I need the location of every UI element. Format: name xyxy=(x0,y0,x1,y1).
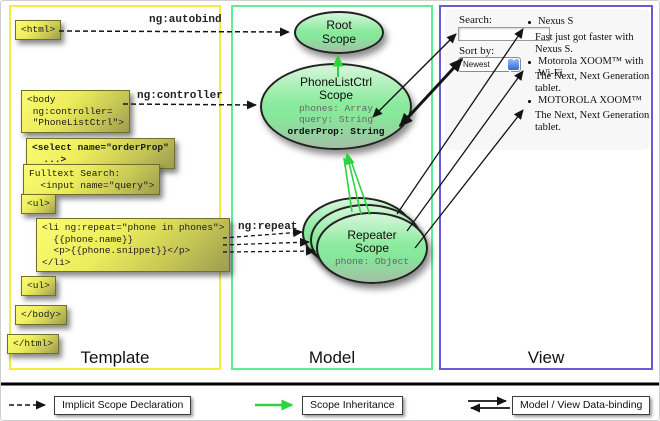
code-box-li-repeat: <li ng:repeat="phone in phones"> {{phone… xyxy=(36,218,231,272)
search-label: Search: xyxy=(459,14,492,26)
phone-item-title: Nexus S xyxy=(538,16,574,27)
scope-prop-phones: phones: Array xyxy=(298,102,374,114)
bullet-icon xyxy=(528,61,531,64)
view-column-title: View xyxy=(527,348,565,367)
code-box-html-open: <html> xyxy=(15,20,62,40)
legend-databinding: Model / View Data-binding xyxy=(512,396,651,415)
code-box-fulltext-search: Fulltext Search: <input name="query"> xyxy=(23,164,161,195)
code-box-body-close: </body> xyxy=(15,305,67,325)
sort-select-value: Newest xyxy=(463,60,490,69)
select-stepper-icon xyxy=(508,58,519,73)
sort-select[interactable]: Newest xyxy=(458,57,521,73)
phone-item-title: Motorola XOOM™ with Wi-Fi xyxy=(538,56,644,79)
legend-implicit-scope: Implicit Scope Declaration xyxy=(54,396,192,415)
phone-item-desc: The Next, Next Generation tablet. xyxy=(535,110,650,133)
code-box-ul-close: <ul> xyxy=(21,276,56,296)
phonelistctrl-scope-title: PhoneListCtrl Scope xyxy=(299,74,373,103)
model-column-frame xyxy=(231,5,433,370)
scope-prop-query: query: String xyxy=(298,114,374,126)
code-box-select: <select name="orderProp" ...> xyxy=(26,138,175,169)
scope-prop-orderprop: orderProp: String xyxy=(287,125,385,137)
phone-item-desc: Fast just got faster with Nexus S. xyxy=(535,32,634,55)
code-box-html-close: </html> xyxy=(7,334,59,354)
repeater-scope-ellipse-front: Repeater Scope phone: Object xyxy=(316,212,428,284)
root-scope-ellipse: Root Scope xyxy=(294,11,384,54)
scope-prop-phone: phone: Object xyxy=(334,255,410,267)
bullet-icon xyxy=(528,100,531,103)
phonelistctrl-scope-ellipse: PhoneListCtrl Scope phones: Array query:… xyxy=(260,63,412,150)
template-column-frame xyxy=(9,5,221,370)
legend-scope-inheritance: Scope Inheritance xyxy=(302,396,403,415)
ng-controller-label: ng:controller xyxy=(137,90,223,102)
root-scope-title: Root Scope xyxy=(321,18,357,46)
template-column-title: Template xyxy=(80,348,150,367)
code-box-body-open: <body ng:controller= "PhoneListCtrl"> xyxy=(21,90,130,133)
phone-item-desc: The Next, Next Generation tablet. xyxy=(535,71,650,94)
ng-repeat-label: ng:repeat xyxy=(238,221,298,233)
code-box-ul-open: <ul> xyxy=(21,194,56,214)
phone-item-title: MOTOROLA XOOM™ xyxy=(538,95,642,106)
model-column-title: Model xyxy=(308,348,356,367)
ng-autobind-label: ng:autobind xyxy=(149,14,222,26)
repeater-scope-title: Repeater Scope xyxy=(347,227,397,256)
bullet-icon xyxy=(528,21,531,24)
